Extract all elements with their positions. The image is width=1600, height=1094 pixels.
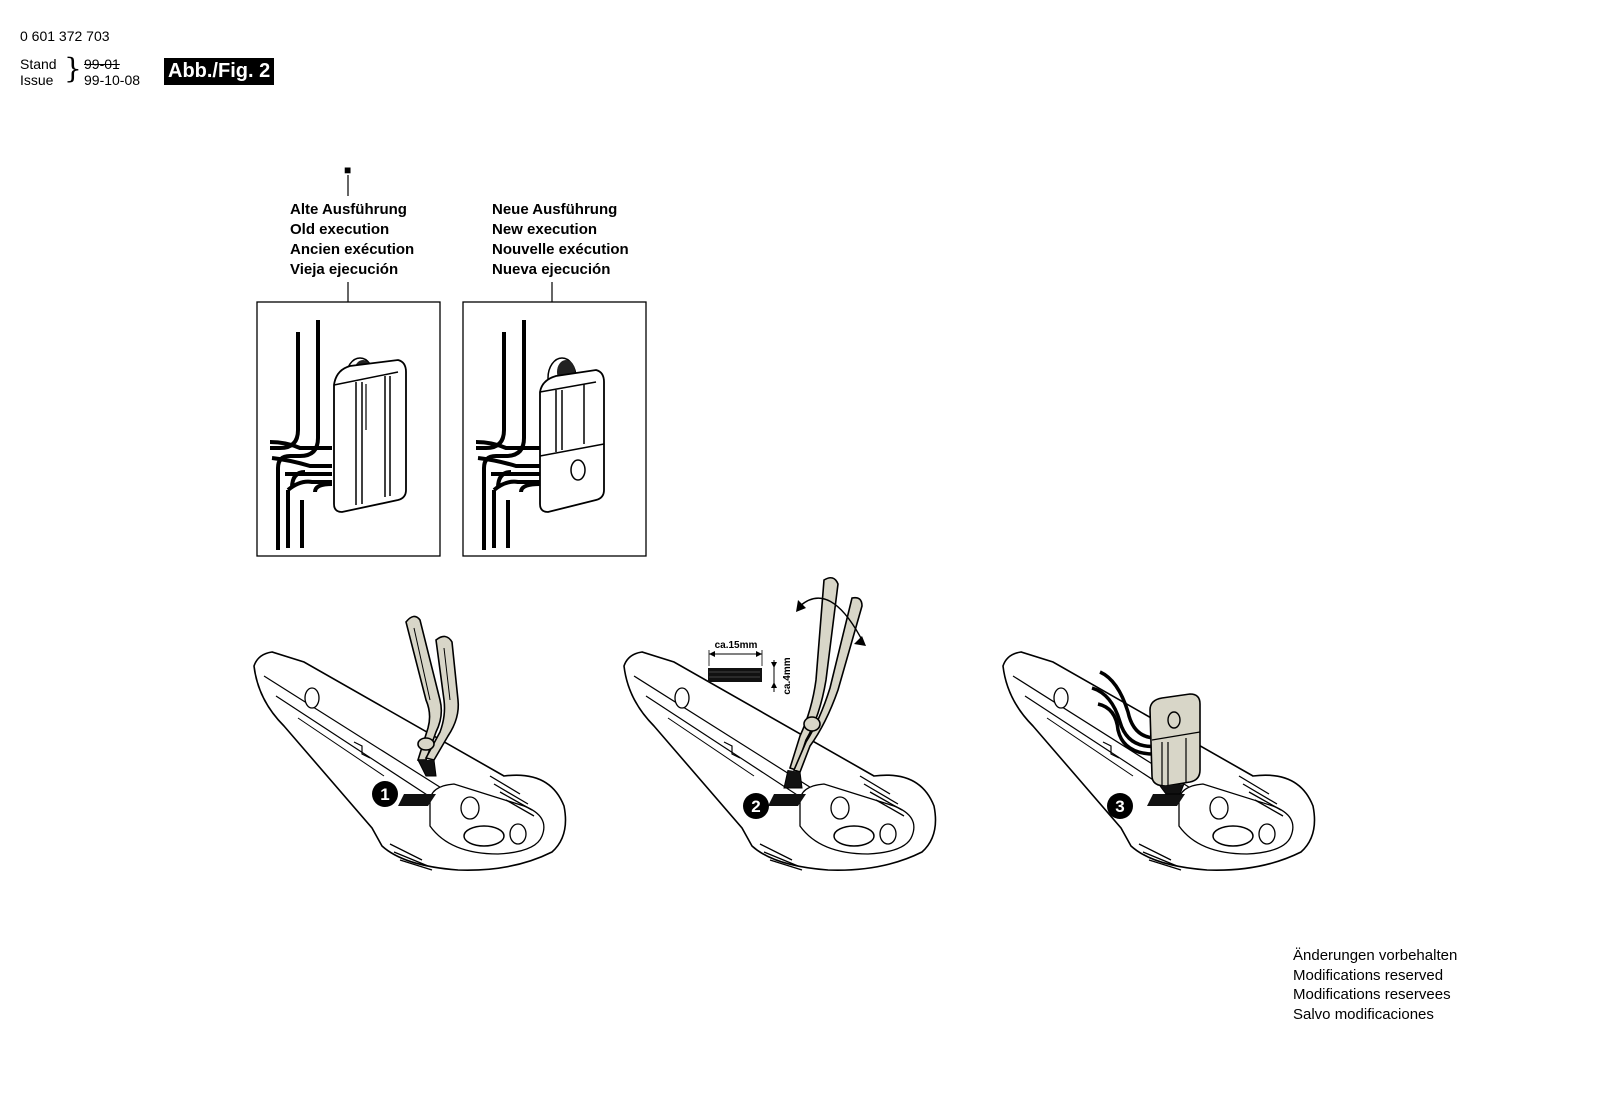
new-execution-line: New execution (492, 221, 598, 238)
old-execution-detail (256, 301, 441, 557)
brush-dimension-detail: ca.15mm ca.4mm (708, 640, 793, 695)
step-3-illustration: 3 (1002, 651, 1316, 871)
old-execution-line: Old execution (290, 221, 390, 238)
old-execution-line: Ancien exécution (290, 241, 415, 258)
step-1-badge (372, 781, 398, 807)
new-execution-line: Nouvelle exécution (492, 241, 629, 258)
step-3-number: 3 (1115, 797, 1124, 816)
old-execution-marker: ■ (344, 163, 352, 177)
step-1-illustration: 1 (253, 615, 567, 871)
figure-label: Abb./Fig. 2 (164, 58, 275, 85)
step-2-number: 2 (751, 797, 760, 816)
stand-issue-values: 99-01 99-10-08 (84, 56, 140, 88)
step-3-badge (1107, 793, 1133, 819)
dimension-width-label: ca.15mm (715, 640, 758, 651)
stand-label: Stand (20, 56, 57, 72)
notice-line: Modifications reserved (1293, 966, 1444, 984)
new-execution-caption: Neue Ausführung New execution Nouvelle e… (492, 200, 629, 280)
stand-value: 99-01 (84, 56, 120, 72)
step-2-illustration: ca.15mm ca.4mm 2 (623, 576, 937, 871)
notice-line: Modifications reservees (1293, 986, 1451, 1003)
old-execution-line: Vieja ejecución (290, 261, 399, 278)
old-execution-line: Alte Ausführung (290, 201, 407, 218)
modifications-notice: Änderungen vorbehalten Modifications res… (1293, 946, 1457, 1024)
stand-issue-labels: Stand Issue (20, 56, 57, 88)
old-execution-caption: Alte Ausführung Old execution Ancien exé… (290, 200, 414, 280)
issue-value: 99-10-08 (84, 72, 141, 88)
new-execution-detail (462, 301, 647, 557)
brace-glyph: } (64, 52, 82, 85)
new-execution-line: Nueva ejecución (492, 261, 611, 278)
issue-label: Issue (20, 72, 54, 88)
new-execution-line: Neue Ausführung (492, 201, 618, 218)
step-1-number: 1 (380, 785, 389, 804)
step-2-badge (743, 793, 769, 819)
document-number: 0 601 372 703 (20, 28, 110, 44)
notice-line: Änderungen vorbehalten (1293, 947, 1458, 964)
dimension-height-label: ca.4mm (782, 657, 793, 694)
notice-line: Salvo modificaciones (1293, 1005, 1434, 1023)
